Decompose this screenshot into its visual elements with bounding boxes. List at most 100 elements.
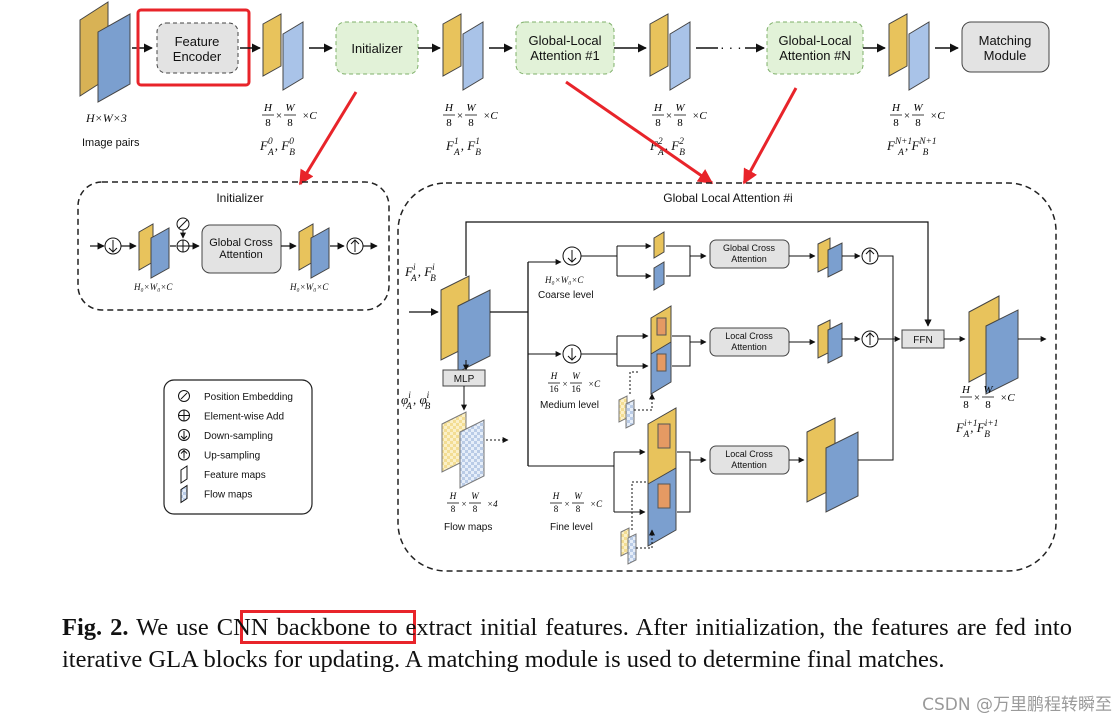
svg-text:Initializer: Initializer xyxy=(216,191,263,205)
svg-text:H: H xyxy=(891,102,901,114)
svg-text:×C: ×C xyxy=(1000,392,1015,404)
svg-text:Fine level: Fine level xyxy=(550,522,593,533)
svg-text:H: H xyxy=(550,371,558,381)
svg-text:×C: ×C xyxy=(692,110,707,122)
svg-text:Medium level: Medium level xyxy=(540,400,599,411)
svg-text:H: H xyxy=(263,102,273,114)
svg-text:8: 8 xyxy=(265,117,271,129)
svg-text:8: 8 xyxy=(468,117,474,129)
svg-text:W: W xyxy=(675,102,685,114)
svg-text:H: H xyxy=(961,384,971,396)
svg-text:×: × xyxy=(562,379,567,389)
feature-maps-icon xyxy=(180,465,188,484)
svg-text:W: W xyxy=(466,102,476,114)
svg-text:8: 8 xyxy=(446,117,452,129)
svg-text:W: W xyxy=(572,371,581,381)
caption-highlight-box xyxy=(240,610,416,644)
svg-text:8: 8 xyxy=(985,399,991,411)
svg-text:Coarse level: Coarse level xyxy=(538,290,594,301)
caption-highlight: CNN backbone xyxy=(216,614,371,641)
svg-text:Flow maps: Flow maps xyxy=(444,522,492,533)
svg-text:· · ·: · · · xyxy=(720,39,742,55)
svg-text:H₀×W₀×C: H₀×W₀×C xyxy=(289,282,329,292)
legend-label: Down-sampling xyxy=(204,431,273,442)
element-wise-add-icon xyxy=(178,409,190,422)
svg-text:Global Local Attention #i: Global Local Attention #i xyxy=(663,191,792,205)
dims-f2: H8×W8×C xyxy=(652,102,707,129)
svg-text:8: 8 xyxy=(287,117,293,129)
svg-text:×: × xyxy=(904,110,910,122)
svg-text:×: × xyxy=(461,499,466,509)
caption-text-after: to extract initial features. After initi… xyxy=(62,614,1072,673)
svg-text:8: 8 xyxy=(893,117,899,129)
svg-text:×C: ×C xyxy=(930,110,945,122)
svg-text:W: W xyxy=(471,491,480,501)
svg-text:8: 8 xyxy=(963,399,969,411)
figure-caption: Fig. 2. We use CNN backbone to extract i… xyxy=(62,612,1072,675)
svg-text:×C: ×C xyxy=(588,379,601,389)
flow-maps-dims: H8×W8×4 xyxy=(447,491,498,514)
svg-text:×: × xyxy=(276,110,282,122)
initializer-block: Initializer xyxy=(335,21,419,75)
input-image-pair xyxy=(79,1,131,103)
svg-text:×C: ×C xyxy=(483,110,498,122)
svg-text:Initializer: Initializer xyxy=(351,41,403,56)
input-dims: H×W×3 xyxy=(85,111,127,125)
flow-maps-icon xyxy=(180,484,188,504)
svg-text:MLP: MLP xyxy=(454,374,475,385)
feature-map-f1 xyxy=(442,13,484,91)
svg-text:W: W xyxy=(574,491,583,501)
feature-map-f2 xyxy=(649,13,691,91)
feature-map-f0 xyxy=(262,13,304,91)
svg-text:W: W xyxy=(285,102,295,114)
svg-text:8: 8 xyxy=(554,504,559,514)
feature-map-fN xyxy=(888,13,930,91)
svg-text:×: × xyxy=(666,110,672,122)
red-pointer-arrows xyxy=(298,80,798,186)
svg-text:H: H xyxy=(653,102,663,114)
svg-text:×4: ×4 xyxy=(487,499,498,509)
fine-dims: H8×W8×C xyxy=(550,491,603,514)
input-label: Image pairs xyxy=(82,137,140,149)
dims-fN: H8×W8×C xyxy=(890,102,945,129)
svg-text:×: × xyxy=(974,392,980,404)
svg-text:H₀×W₀×C: H₀×W₀×C xyxy=(133,282,173,292)
dims-f0: H 8 ×W 8 ×C xyxy=(262,102,317,129)
svg-text:×C: ×C xyxy=(302,110,317,122)
caption-prefix: Fig. 2. xyxy=(62,614,129,641)
output-dims: H8×W8×C xyxy=(960,384,1015,411)
svg-text:8: 8 xyxy=(576,504,581,514)
legend-label: Element-wise Add xyxy=(204,412,284,423)
svg-text:8: 8 xyxy=(677,117,683,129)
down-sampling-icon xyxy=(178,429,190,441)
svg-text:H₀×W₀×C: H₀×W₀×C xyxy=(544,275,584,285)
svg-text:×: × xyxy=(564,499,569,509)
svg-text:H: H xyxy=(449,491,457,501)
svg-text:×C: ×C xyxy=(590,499,603,509)
legend-label: Position Embedding xyxy=(204,392,293,403)
medium-dims: H16×W16×C xyxy=(548,371,601,394)
legend-label: Flow maps xyxy=(204,490,252,501)
svg-text:8: 8 xyxy=(915,117,921,129)
